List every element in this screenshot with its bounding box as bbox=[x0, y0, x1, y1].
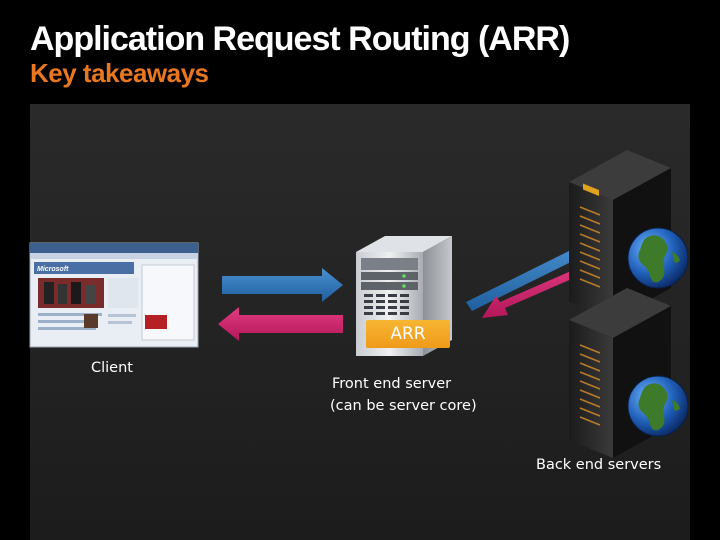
svg-text:Microsoft: Microsoft bbox=[37, 266, 69, 273]
front-end-server-label: Front end server bbox=[332, 376, 452, 392]
client-label: Client bbox=[91, 360, 133, 376]
front-end-server-sublabel: (can be server core) bbox=[330, 398, 477, 414]
response-arrow-arr-to-client bbox=[218, 307, 343, 341]
arr-badge: ARR bbox=[366, 320, 450, 348]
globe-icon bbox=[627, 375, 689, 437]
slide-title: Application Request Routing (ARR) bbox=[30, 20, 570, 58]
back-end-servers-label: Back end servers bbox=[536, 457, 662, 473]
request-arrow-arr-to-backend bbox=[466, 241, 598, 311]
request-arrow-client-to-arr bbox=[222, 268, 343, 302]
client-browser-screenshot: Microsoft bbox=[29, 242, 199, 348]
globe-icon bbox=[627, 227, 689, 289]
slide-subtitle: Key takeaways bbox=[30, 58, 209, 88]
